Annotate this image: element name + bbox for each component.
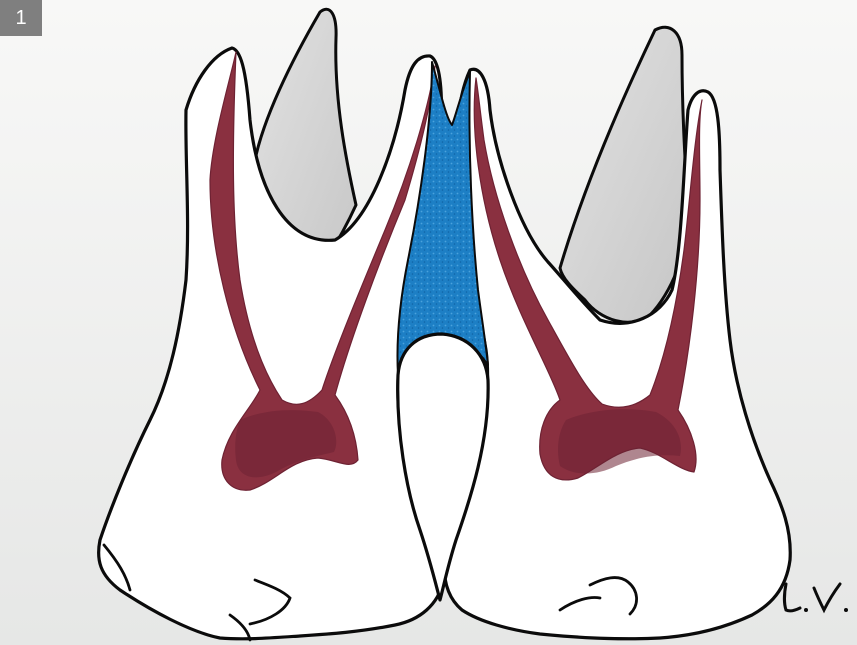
figure-number-badge: 1 (0, 0, 42, 36)
artist-signature (780, 574, 856, 618)
